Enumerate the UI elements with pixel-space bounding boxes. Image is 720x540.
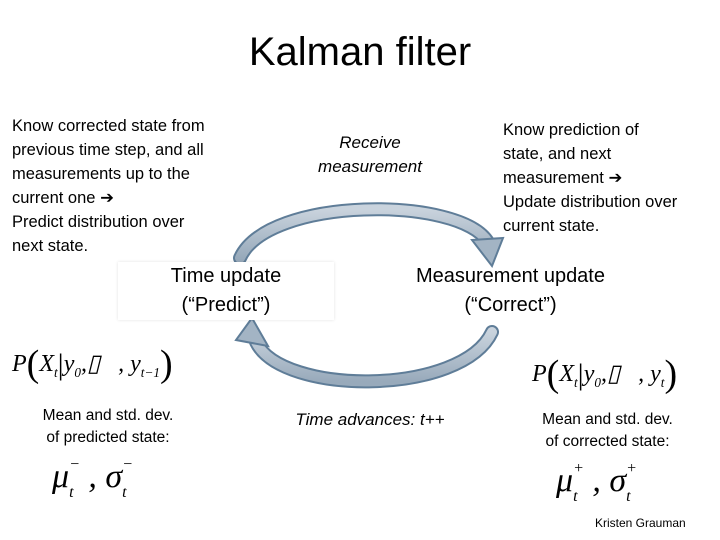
measurement-update-box: Measurement update (“Correct”) [415,265,605,316]
right-arrow-icon: ➔ [608,169,623,187]
right-note: Know prediction of state, and next measu… [503,121,678,235]
author-credit: Kristen Grauman [595,516,686,530]
top-arrowhead [470,236,505,269]
time-advances-label: Time advances: t++ [295,410,445,429]
receive-measurement-label: Receive measurement [318,133,422,176]
corrected-mean-std-formula: μ+t , σ+t [556,460,637,505]
predicted-state-caption: Mean and std. dev. of predicted state: [42,407,174,446]
right-arrow-icon: ➔ [100,189,114,207]
corrected-state-caption: Mean and std. dev. of corrected state: [542,411,673,450]
left-note: Know corrected state from previous time … [12,117,205,255]
time-update-box: Time update (“Predict”) [118,262,334,320]
predicted-distribution-formula: P(Xt|y0,▯ , yt−1) [12,343,173,385]
corrected-distribution-formula: P(Xt|y0,▯ , yt) [532,353,678,395]
predicted-mean-std-formula: μ−t , σ−t [52,456,133,501]
bottom-arrowhead [234,316,270,348]
slide-title: Kalman filter [248,30,472,74]
